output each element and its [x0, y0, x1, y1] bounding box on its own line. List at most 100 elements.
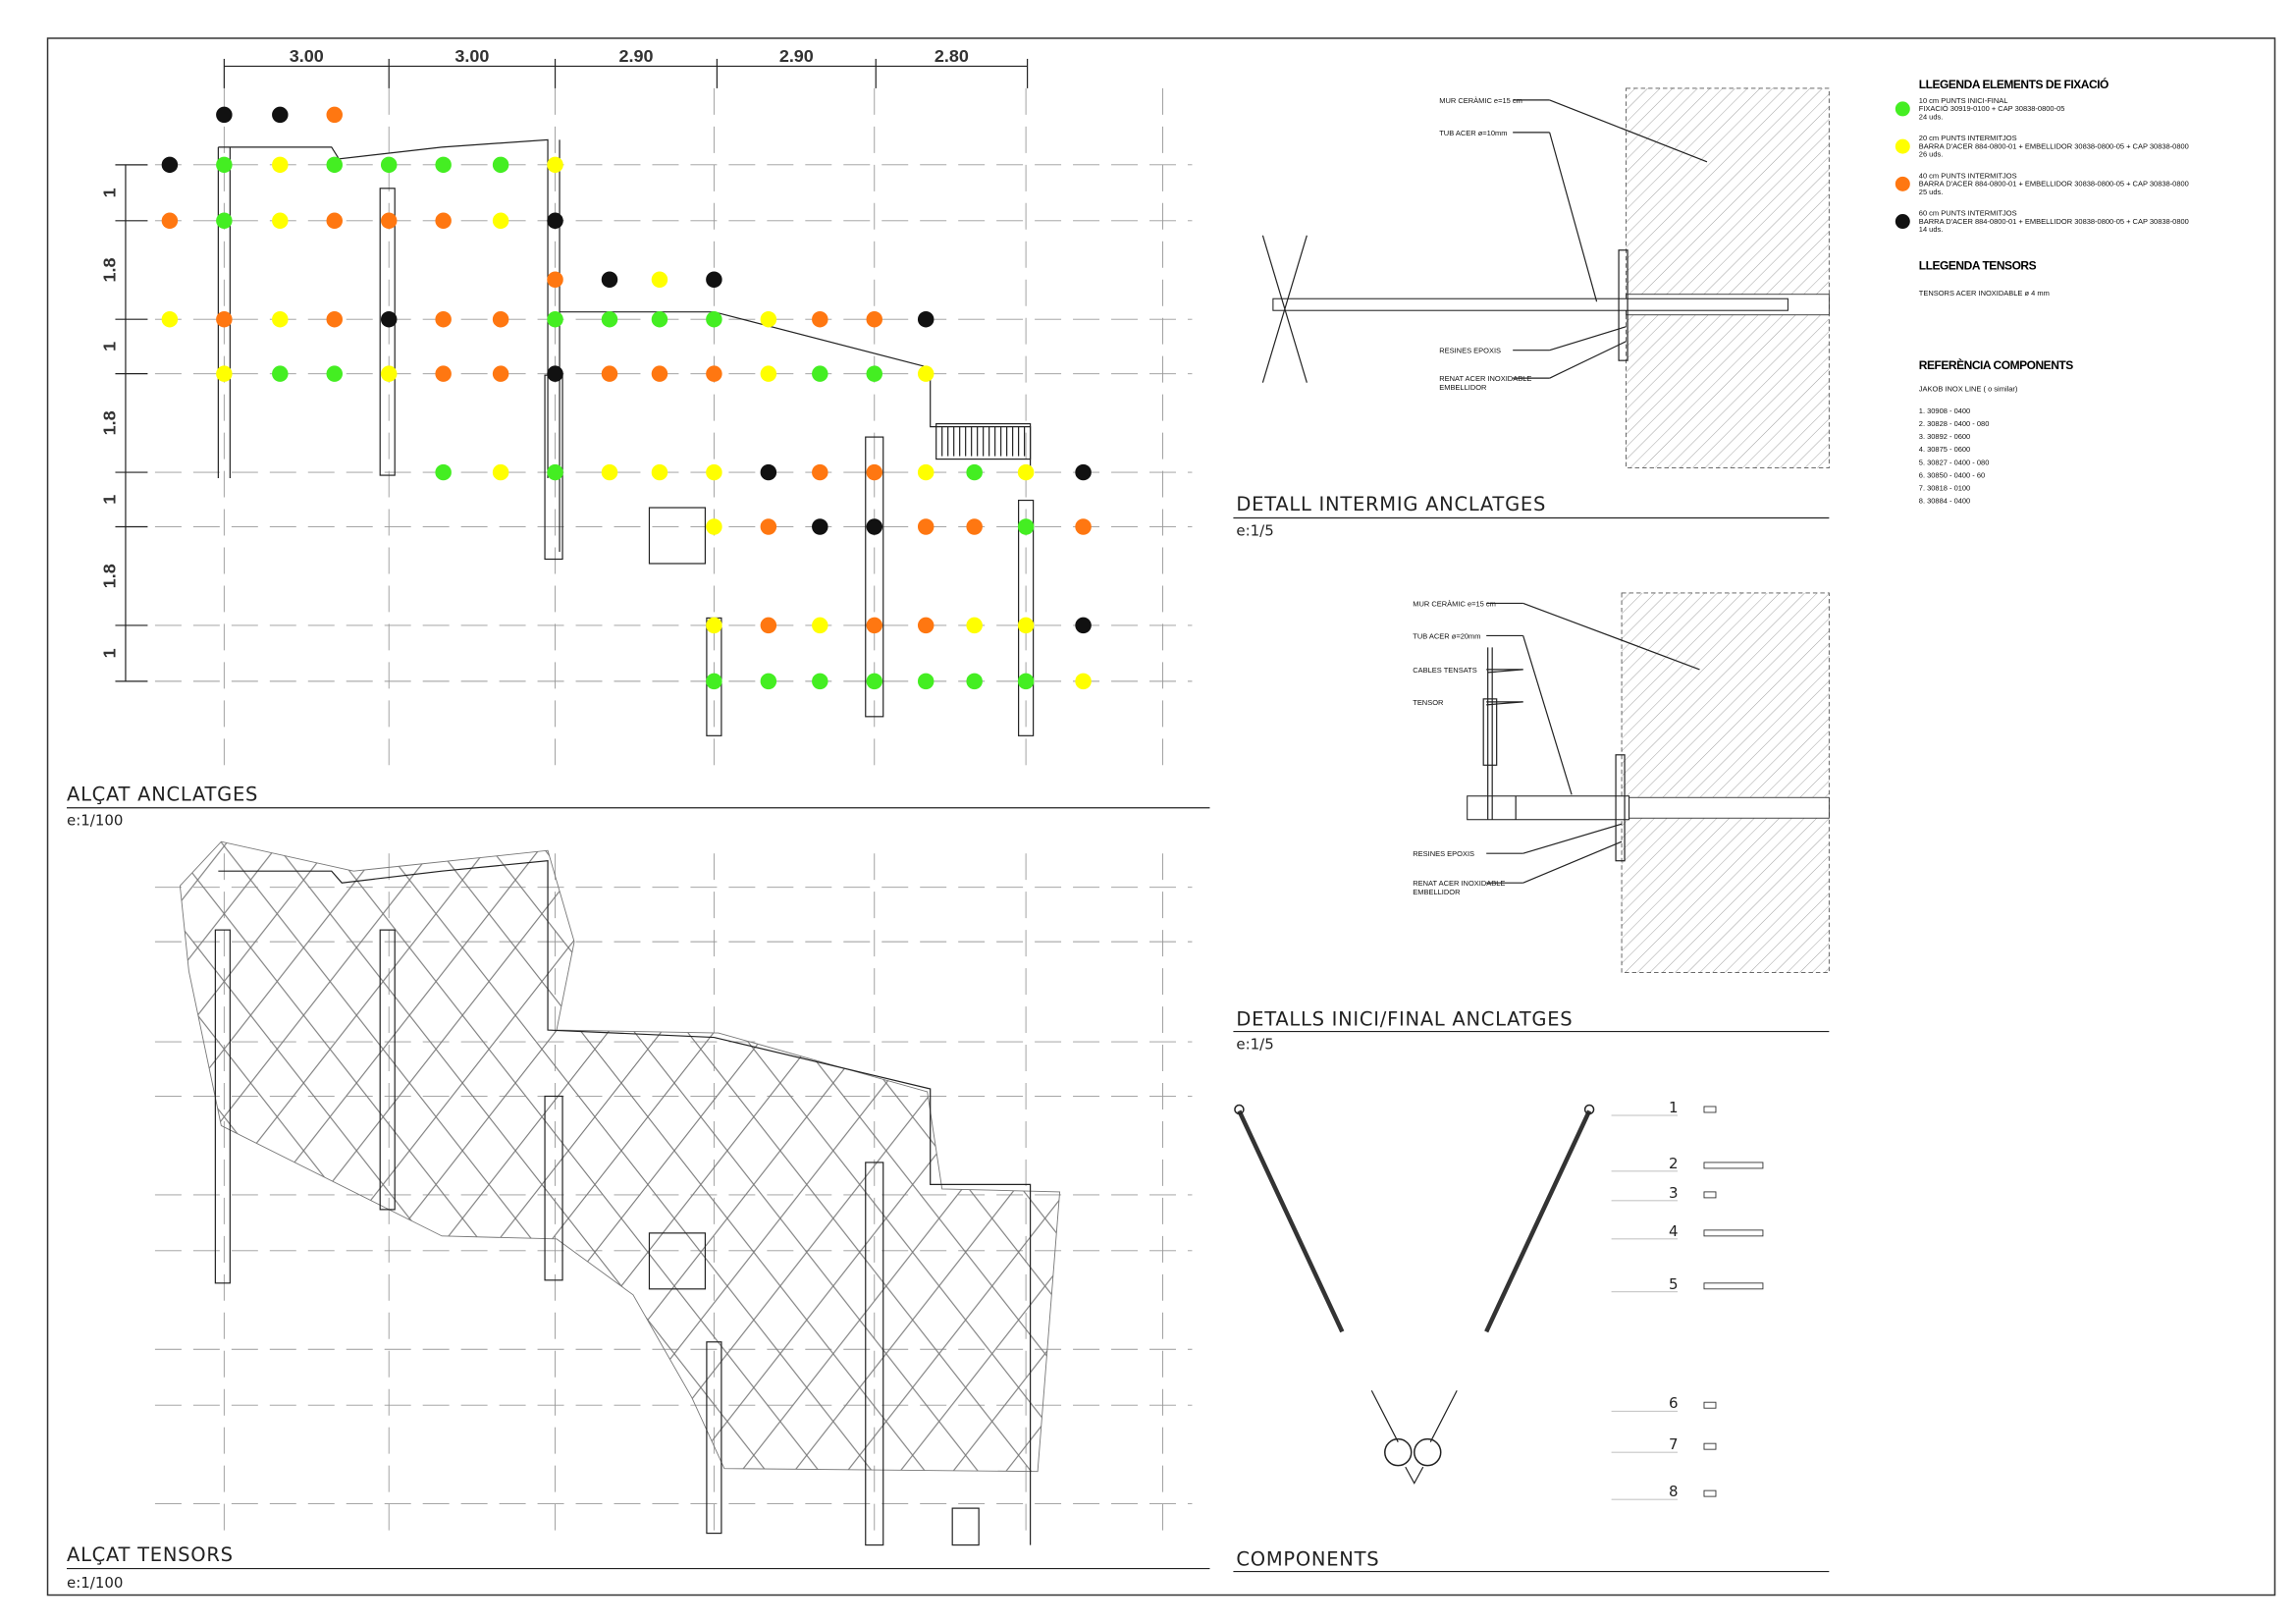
anchor-point-yellow	[1017, 617, 1035, 634]
anchor-point-green	[866, 365, 882, 382]
anchor-point-orange	[326, 212, 343, 230]
anchor-point-black	[547, 365, 563, 382]
component-number: 1	[1669, 1099, 1679, 1116]
anchor-point-orange	[966, 518, 983, 535]
anchor-point-yellow	[760, 365, 777, 382]
components-title: COMPONENTS	[1236, 1548, 1379, 1571]
anchor-point-green	[917, 673, 934, 690]
anchor-point-yellow	[917, 365, 934, 382]
detail-label: MUR CERÀMIC e=15 cm	[1413, 599, 1496, 608]
elevation-anchors-scale: e:1/100	[67, 812, 123, 830]
legend-tensors-title: LLEGENDA TENSORS	[1919, 258, 2037, 272]
component-part	[1703, 1489, 1717, 1497]
legend-text: BARRA D'ACER 884-0800-01 + EMBELLIDOR 30…	[1919, 180, 2189, 189]
anchor-point-orange	[866, 310, 882, 328]
legend-swatch-black	[1895, 214, 1910, 230]
reference-item: 8. 30884 - 0400	[1919, 496, 1970, 505]
component-number: 5	[1669, 1275, 1679, 1293]
legend-text: 24 uds.	[1919, 112, 1944, 121]
anchor-point-yellow	[272, 156, 289, 174]
anchor-point-green	[547, 463, 563, 481]
component-part	[1703, 1162, 1764, 1169]
dimension-label: 2.90	[779, 46, 814, 66]
anchor-point-black	[547, 212, 563, 230]
reference-components: REFERÈNCIA COMPONENTS JAKOB INOX LINE ( …	[1919, 357, 2074, 505]
anchor-point-orange	[326, 310, 343, 328]
anchor-point-green	[380, 156, 398, 174]
anchor-point-yellow	[601, 463, 618, 481]
anchor-point-yellow	[966, 617, 983, 634]
anchor-point-black	[1075, 463, 1092, 481]
anchor-point-black	[866, 518, 882, 535]
anchor-point-green	[812, 673, 828, 690]
tensor-assembly-right	[1484, 1109, 1592, 1333]
anchor-point-orange	[917, 617, 934, 634]
anchor-point-yellow	[1075, 673, 1092, 690]
anchor-point-green	[812, 365, 828, 382]
legend-fixing: LLEGENDA ELEMENTS DE FIXACIÓ 10 cm PUNTS…	[1895, 77, 2189, 234]
detail-label: EMBELLIDOR	[1413, 888, 1461, 896]
legend-text: BARRA D'ACER 884-0800-01 + EMBELLIDOR 30…	[1919, 217, 2189, 226]
anchor-point-yellow	[161, 310, 179, 328]
component-number: 7	[1669, 1435, 1679, 1453]
anchor-point-black	[272, 106, 289, 124]
reference-title: REFERÈNCIA COMPONENTS	[1919, 357, 2073, 372]
anchor-point-yellow	[216, 365, 233, 382]
anchor-point-orange	[866, 463, 882, 481]
legend-text: FIXACIÓ 30919-0100 + CAP 30838-0800-05	[1919, 104, 2065, 113]
legend-fixing-title: LLEGENDA ELEMENTS DE FIXACIÓ	[1919, 77, 2109, 91]
detail-intermediate-title: DETALL INTERMIG ANCLATGES	[1236, 493, 1546, 515]
anchor-point-yellow	[760, 310, 777, 328]
anchor-point-green	[435, 156, 452, 174]
reference-item: 7. 30818 - 0100	[1919, 483, 1970, 492]
detail-label: CABLES TENSATS	[1413, 666, 1476, 675]
anchor-point-orange	[917, 518, 934, 535]
anchor-point-orange	[760, 518, 777, 535]
anchor-points	[161, 106, 1092, 690]
legend-text: 10 cm PUNTS INICI-FINAL	[1919, 96, 2008, 105]
anchor-point-green	[966, 463, 983, 481]
anchor-point-green	[326, 156, 343, 174]
legend-text: 60 cm PUNTS INTERMITJOS	[1919, 209, 2017, 218]
anchor-point-black	[380, 310, 398, 328]
anchor-point-yellow	[812, 617, 828, 634]
reference-item: 5. 30827 - 0400 - 080	[1919, 458, 1990, 466]
anchor-point-yellow	[917, 463, 934, 481]
reference-item: 3. 30892 - 0600	[1919, 432, 1970, 441]
anchor-point-orange	[492, 365, 509, 382]
dimension-label: 1	[99, 188, 119, 197]
dimension-label: 2.80	[934, 46, 969, 66]
legend-swatch-green	[1895, 101, 1910, 117]
anchor-point-green	[706, 673, 722, 690]
legend-tensors: LLEGENDA TENSORS TENSORS ACER INOXIDABLE…	[1919, 258, 2050, 298]
anchor-point-yellow	[380, 365, 398, 382]
detail-start-end-scale: e:1/5	[1236, 1036, 1273, 1054]
anchor-point-orange	[601, 365, 618, 382]
component-part	[1703, 1282, 1764, 1290]
anchor-point-green	[651, 310, 668, 328]
component-number: 2	[1669, 1155, 1679, 1172]
anchor-point-orange	[326, 106, 343, 124]
anchor-point-black	[812, 518, 828, 535]
legend-text: 26 uds.	[1919, 150, 1944, 159]
anchor-point-orange	[435, 310, 452, 328]
anchor-point-yellow	[272, 212, 289, 230]
anchor-point-green	[1017, 673, 1035, 690]
anchor-point-green	[216, 212, 233, 230]
detail-label: RENAT ACER INOXIDABLE	[1439, 374, 1531, 383]
dimension-label: 3.00	[454, 46, 489, 66]
reference-item: 4. 30875 - 0600	[1919, 445, 1970, 454]
anchor-point-yellow	[651, 463, 668, 481]
anchor-point-yellow	[492, 212, 509, 230]
anchor-point-orange	[216, 310, 233, 328]
anchor-point-black	[760, 463, 777, 481]
anchor-point-green	[966, 673, 983, 690]
detail-label: RENAT ACER INOXIDABLE	[1413, 879, 1505, 888]
anchor-point-orange	[706, 365, 722, 382]
anchor-point-black	[917, 310, 934, 328]
anchor-point-green	[492, 156, 509, 174]
legend-text: BARRA D'ACER 884-0800-01 + EMBELLIDOR 30…	[1919, 141, 2189, 150]
